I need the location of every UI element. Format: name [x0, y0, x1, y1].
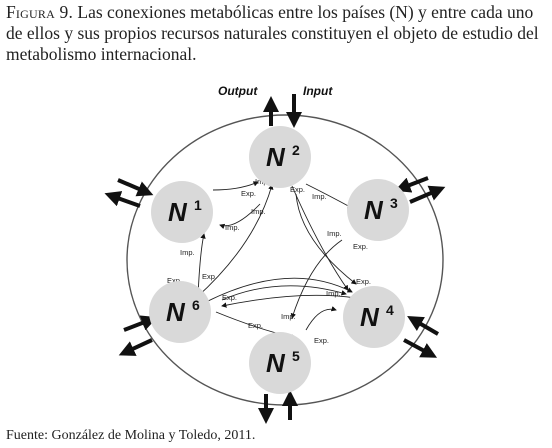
figure-label: Figura 9.: [6, 2, 74, 22]
exp-label: Exp.: [248, 321, 263, 330]
n1-input-arrow: [117, 178, 154, 197]
svg-text:2: 2: [292, 142, 300, 158]
node-n4: N 4: [343, 286, 405, 348]
svg-text:1: 1: [194, 197, 202, 213]
svg-text:3: 3: [390, 195, 398, 211]
exp-label: Exp.: [241, 189, 256, 198]
node-n5: N 5: [249, 332, 311, 394]
svg-text:N: N: [266, 348, 286, 378]
imp-label: Imp.: [180, 248, 195, 257]
caption-text: Las conexiones metabólicas entre los paí…: [6, 2, 539, 64]
imp-label: Imp.: [251, 207, 266, 216]
figure-source: Fuente: González de Molina y Toledo, 201…: [6, 428, 256, 443]
metabolism-diagram: Output Input Exp. Imp. Exp. Imp. Imp.: [104, 84, 446, 424]
n4-input-arrow: [407, 315, 440, 336]
svg-text:6: 6: [192, 297, 200, 313]
svg-text:N: N: [266, 142, 286, 172]
svg-text:N: N: [168, 197, 188, 227]
n3-input-arrow: [394, 176, 429, 193]
node-n6: N 6: [149, 281, 211, 343]
n3-output-arrow: [409, 185, 446, 204]
exp-label: Exp.: [314, 336, 329, 345]
exp-label: Exp.: [202, 272, 217, 281]
trade-flows: [195, 181, 357, 340]
exp-label: Exp.: [222, 293, 237, 302]
imp-label: Imp.: [312, 192, 327, 201]
node-n2: N 2: [249, 126, 311, 188]
n6-input-arrow: [123, 315, 158, 332]
input-label: Input: [303, 84, 333, 98]
imp-label: Imp.: [327, 229, 342, 238]
flow-labels: Exp. Imp. Exp. Imp. Imp. Imp. Imp. Exp. …: [167, 177, 371, 345]
imp-label: Imp.: [326, 289, 341, 298]
svg-text:N: N: [364, 195, 384, 225]
exp-label: Exp.: [167, 276, 182, 285]
imp-label: Imp.: [281, 312, 296, 321]
svg-text:N: N: [166, 297, 186, 327]
exp-label: Exp.: [290, 185, 305, 194]
figure-caption: Figura 9. Las conexiones metabólicas ent…: [6, 2, 550, 65]
imp-label: Imp.: [225, 223, 240, 232]
node-n3: N 3: [347, 179, 409, 241]
svg-text:5: 5: [292, 348, 300, 364]
exp-label: Exp.: [353, 242, 368, 251]
svg-text:4: 4: [386, 302, 394, 318]
output-label: Output: [218, 84, 258, 98]
n4-output-arrow: [403, 338, 438, 358]
exp-label: Exp.: [356, 277, 371, 286]
n6-output-arrow: [118, 338, 153, 356]
n1-output-arrow: [104, 191, 141, 208]
svg-text:N: N: [360, 302, 380, 332]
node-n1: N 1: [151, 181, 213, 243]
